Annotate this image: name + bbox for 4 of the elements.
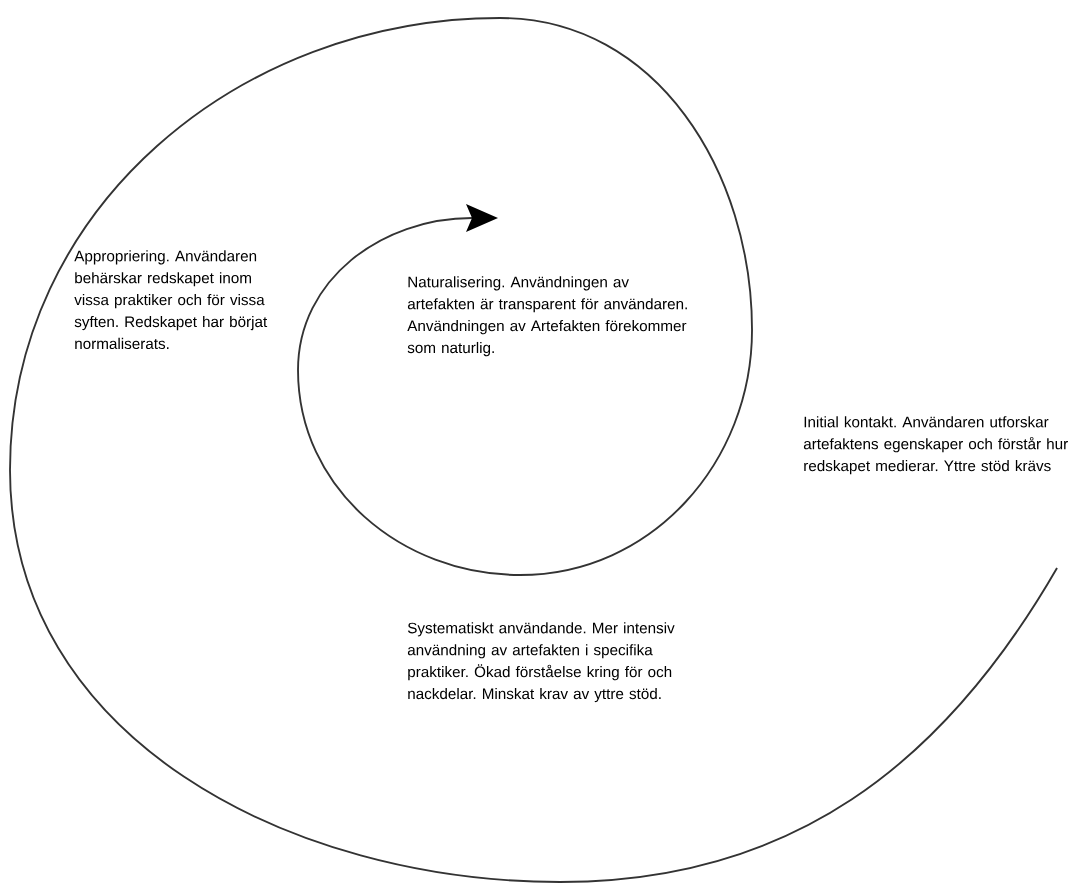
stage-text: Systematiskt användande. Mer intensiv användning av artefakten i specifika praktiker. Ökad förståelse kring för och nackdelar. Minskat krav av yttre stöd. (407, 622, 675, 703)
stage-text: Naturalisering. Användningen av artefakten är transparent för användaren. Användningen av Artefakten förekommer som naturlig. (407, 276, 687, 357)
stage-text: Appropriering. Användaren behärskar redskapet inom vissa praktiker och för vissa syften. Redskapet har börjat normaliserats. (74, 250, 268, 350)
stage-text: Initial kontakt. Användaren utforskar artefaktens egenskaper och förstår hur redskapet medierar. Yttre stöd krävs (803, 416, 1068, 475)
